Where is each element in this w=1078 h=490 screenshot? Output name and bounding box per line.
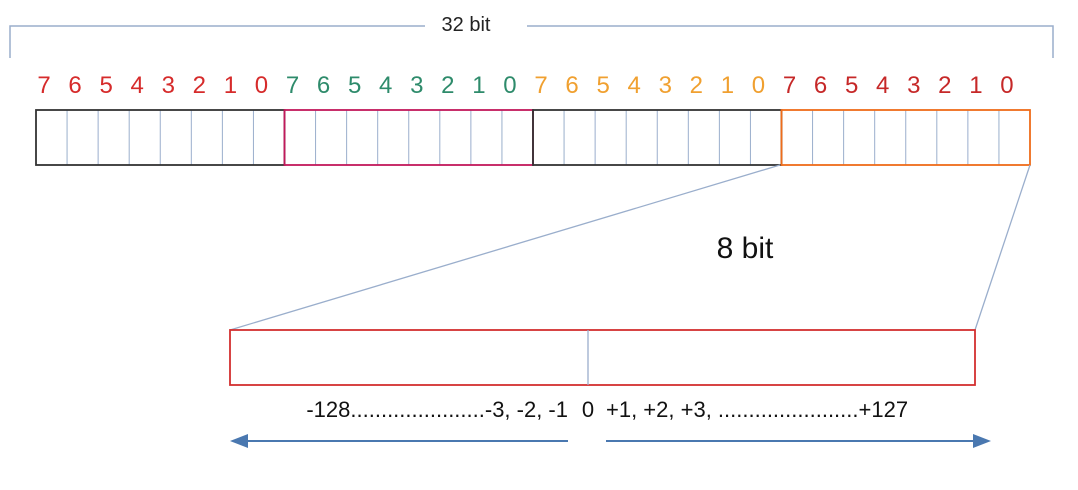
zoom-connector-left [229,164,781,331]
bit-index-label: 0 [255,72,268,99]
bit-index-label: 5 [348,72,361,99]
zoomed-byte-outline [229,329,976,386]
bit-index-label: 1 [969,72,982,99]
bit-index-label: 3 [907,72,920,99]
total-bracket: 32 bit [9,14,1054,58]
bit-index-label: 5 [596,72,609,99]
bit-index-label: 6 [68,72,81,99]
bit-index-label: 4 [628,72,641,99]
negative-range-label: -128......................-3, -2, -1 [306,397,568,422]
range-arrows [230,434,991,448]
bit-index-label: 7 [286,72,299,99]
bracket-left-line [9,25,425,58]
bit-index-label: 0 [1000,72,1013,99]
bit-index-label: 4 [379,72,392,99]
zoom-bits-label: 8 bit [717,232,774,265]
bit-index-label: 5 [845,72,858,99]
bit-index-label: 4 [876,72,889,99]
bit-index-label: 4 [131,72,144,99]
positive-arrow-head [973,434,991,448]
bit-index-label: 0 [503,72,516,99]
bit-index-label: 6 [814,72,827,99]
bit-index-label: 1 [721,72,734,99]
positive-range-label: +1, +2, +3, .......................+127 [606,397,908,422]
bracket-right-line [527,25,1054,58]
bit-index-label: 6 [317,72,330,99]
byte-outline [780,109,1031,166]
bit-index-label: 6 [565,72,578,99]
negative-arrow-head [230,434,248,448]
total-bits-label: 32 bit [442,14,491,36]
bit-index-label: 1 [472,72,485,99]
bit-index-label: 5 [99,72,112,99]
zoomed-byte-box [229,329,976,386]
bit-index-label: 3 [162,72,175,99]
bit-index-label: 7 [534,72,547,99]
zero-label: 0 [582,397,594,422]
bit-index-label: 2 [938,72,951,99]
bit-index-label: 1 [224,72,237,99]
bit-index-label: 2 [441,72,454,99]
bit-index-label: 3 [659,72,672,99]
bit-index-label: 0 [752,72,765,99]
bit-index-label: 2 [193,72,206,99]
bit-index-label: 2 [690,72,703,99]
bit-index-label: 3 [410,72,423,99]
zoom-connector-right [974,164,1031,331]
bit-index-label: 7 [37,72,50,99]
bit-index-label: 7 [783,72,796,99]
